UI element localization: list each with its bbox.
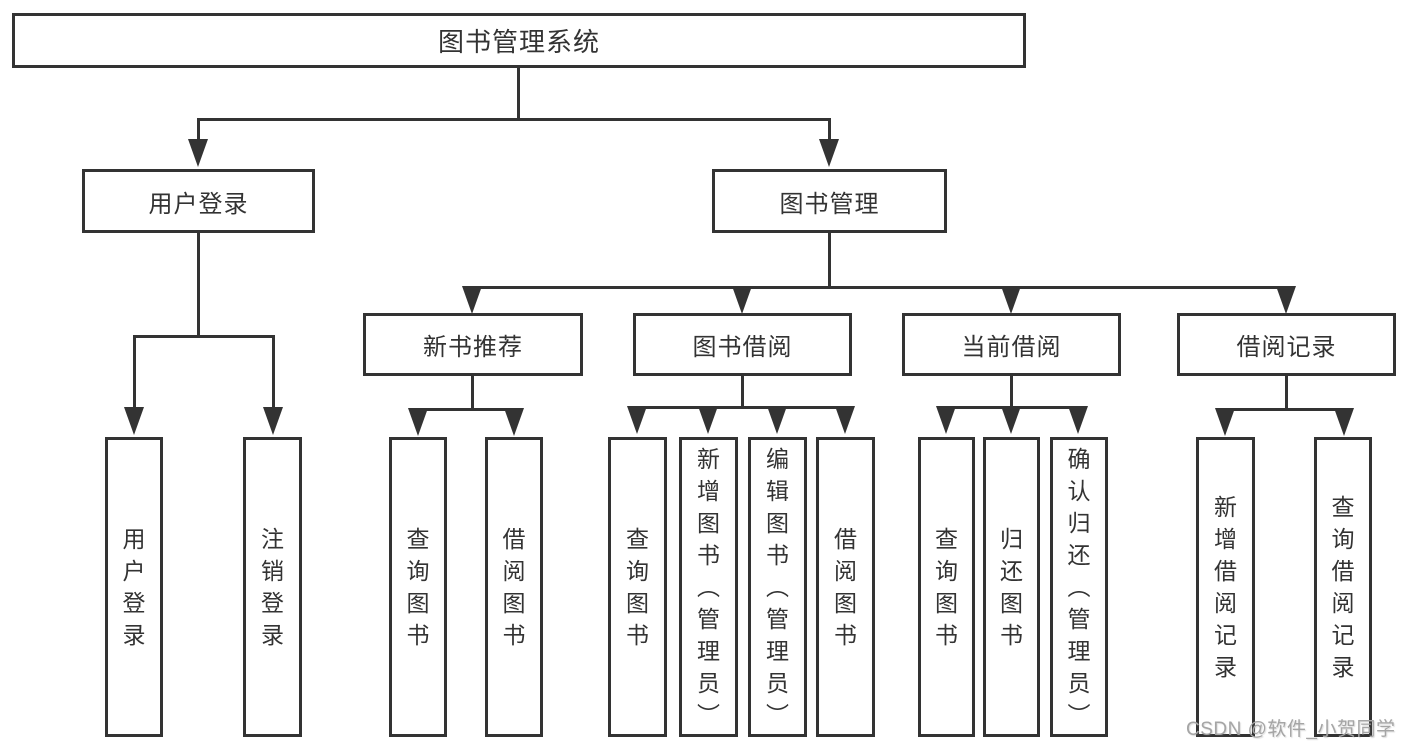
leaf-borrow-books-2-label: 借阅图书 [834,526,857,648]
connector-line [197,233,200,335]
leaf-logout: 注销登录 [243,437,302,737]
connector-arrowhead [263,407,283,435]
leaf-logout-label: 注销登录 [261,526,284,648]
leaf-user-login: 用户登录 [105,437,163,737]
connector-arrowhead [1276,286,1296,314]
leaf-add-book-admin-label: 新增图书︵管理员︶ [697,446,720,728]
connector-line [1224,408,1345,411]
connector-arrowhead [1334,408,1354,436]
connector-arrowhead [819,139,839,167]
connector-arrowhead [462,286,482,314]
leaf-confirm-return-admin: 确认归还︵管理员︶ [1050,437,1108,737]
connector-arrowhead [504,408,524,436]
connector-arrowhead [124,407,144,435]
connector-line [471,286,1287,289]
connector-line [197,118,831,121]
leaf-edit-book-admin: 编辑图书︵管理员︶ [748,437,807,737]
node-root-label: 图书管理系统 [437,27,600,57]
node-user-login-label: 用户登录 [148,190,249,218]
leaf-edit-book-admin-label: 编辑图书︵管理员︶ [766,446,789,728]
leaf-confirm-return-admin-label: 确认归还︵管理员︶ [1067,446,1091,728]
leaf-query-books-2-label: 查询图书 [626,526,649,648]
leaf-borrow-books-label: 借阅图书 [502,526,526,648]
connector-line [272,335,275,409]
node-borrow-records-label: 借阅记录 [1236,334,1337,361]
node-book-management-label: 图书管理 [779,190,880,218]
connector-arrowhead [1001,286,1021,314]
connector-line [133,335,136,409]
connector-line [1285,376,1288,408]
leaf-query-books: 查询图书 [389,437,447,737]
leaf-add-book-admin: 新增图书︵管理员︶ [679,437,738,737]
node-new-book-recommend: 新书推荐 [363,313,583,376]
leaf-query-borrow-record-label: 查询借阅记录 [1331,494,1355,680]
connector-arrowhead [408,408,428,436]
connector-arrowhead [732,286,752,314]
connector-line [1010,376,1013,406]
connector-line [636,406,846,409]
node-book-borrow-label: 图书借阅 [692,334,793,361]
node-book-borrow: 图书借阅 [633,313,852,376]
leaf-query-books-3-label: 查询图书 [935,526,958,648]
leaf-add-borrow-record: 新增借阅记录 [1196,437,1255,737]
leaf-query-books-label: 查询图书 [406,526,430,648]
node-book-management: 图书管理 [712,169,947,233]
leaf-return-book-label: 归还图书 [1000,526,1023,648]
leaf-return-book: 归还图书 [983,437,1040,737]
leaf-add-borrow-record-label: 新增借阅记录 [1214,494,1237,680]
csdn-watermark: CSDN @软件_小贺同学 [1186,719,1396,740]
connector-line [471,376,474,408]
connector-line [828,118,831,143]
node-new-book-recommend-label: 新书推荐 [423,334,523,361]
connector-line [133,335,275,338]
node-current-borrow: 当前借阅 [902,313,1121,376]
leaf-query-borrow-record: 查询借阅记录 [1314,437,1372,737]
node-root-library-system: 图书管理系统 [12,13,1026,68]
leaf-borrow-books: 借阅图书 [485,437,543,737]
leaf-user-login-label: 用户登录 [122,526,146,648]
connector-line [417,408,516,411]
node-current-borrow-label: 当前借阅 [961,334,1062,361]
leaf-query-books-3: 查询图书 [918,437,975,737]
leaf-query-books-2: 查询图书 [608,437,667,737]
connector-line [197,118,200,143]
connector-arrowhead [1215,408,1235,436]
connector-arrowhead [627,406,647,434]
connector-line [517,68,520,118]
connector-arrowhead [767,406,787,434]
node-user-login: 用户登录 [82,169,315,233]
connector-line [741,376,744,406]
connector-arrowhead [698,406,718,434]
connector-arrowhead [188,139,208,167]
connector-arrowhead [936,406,956,434]
connector-arrowhead [1001,406,1021,434]
node-borrow-records: 借阅记录 [1177,313,1396,376]
connector-arrowhead [1068,406,1088,434]
leaf-borrow-books-2: 借阅图书 [816,437,875,737]
connector-arrowhead [835,406,855,434]
connector-line [828,233,831,286]
